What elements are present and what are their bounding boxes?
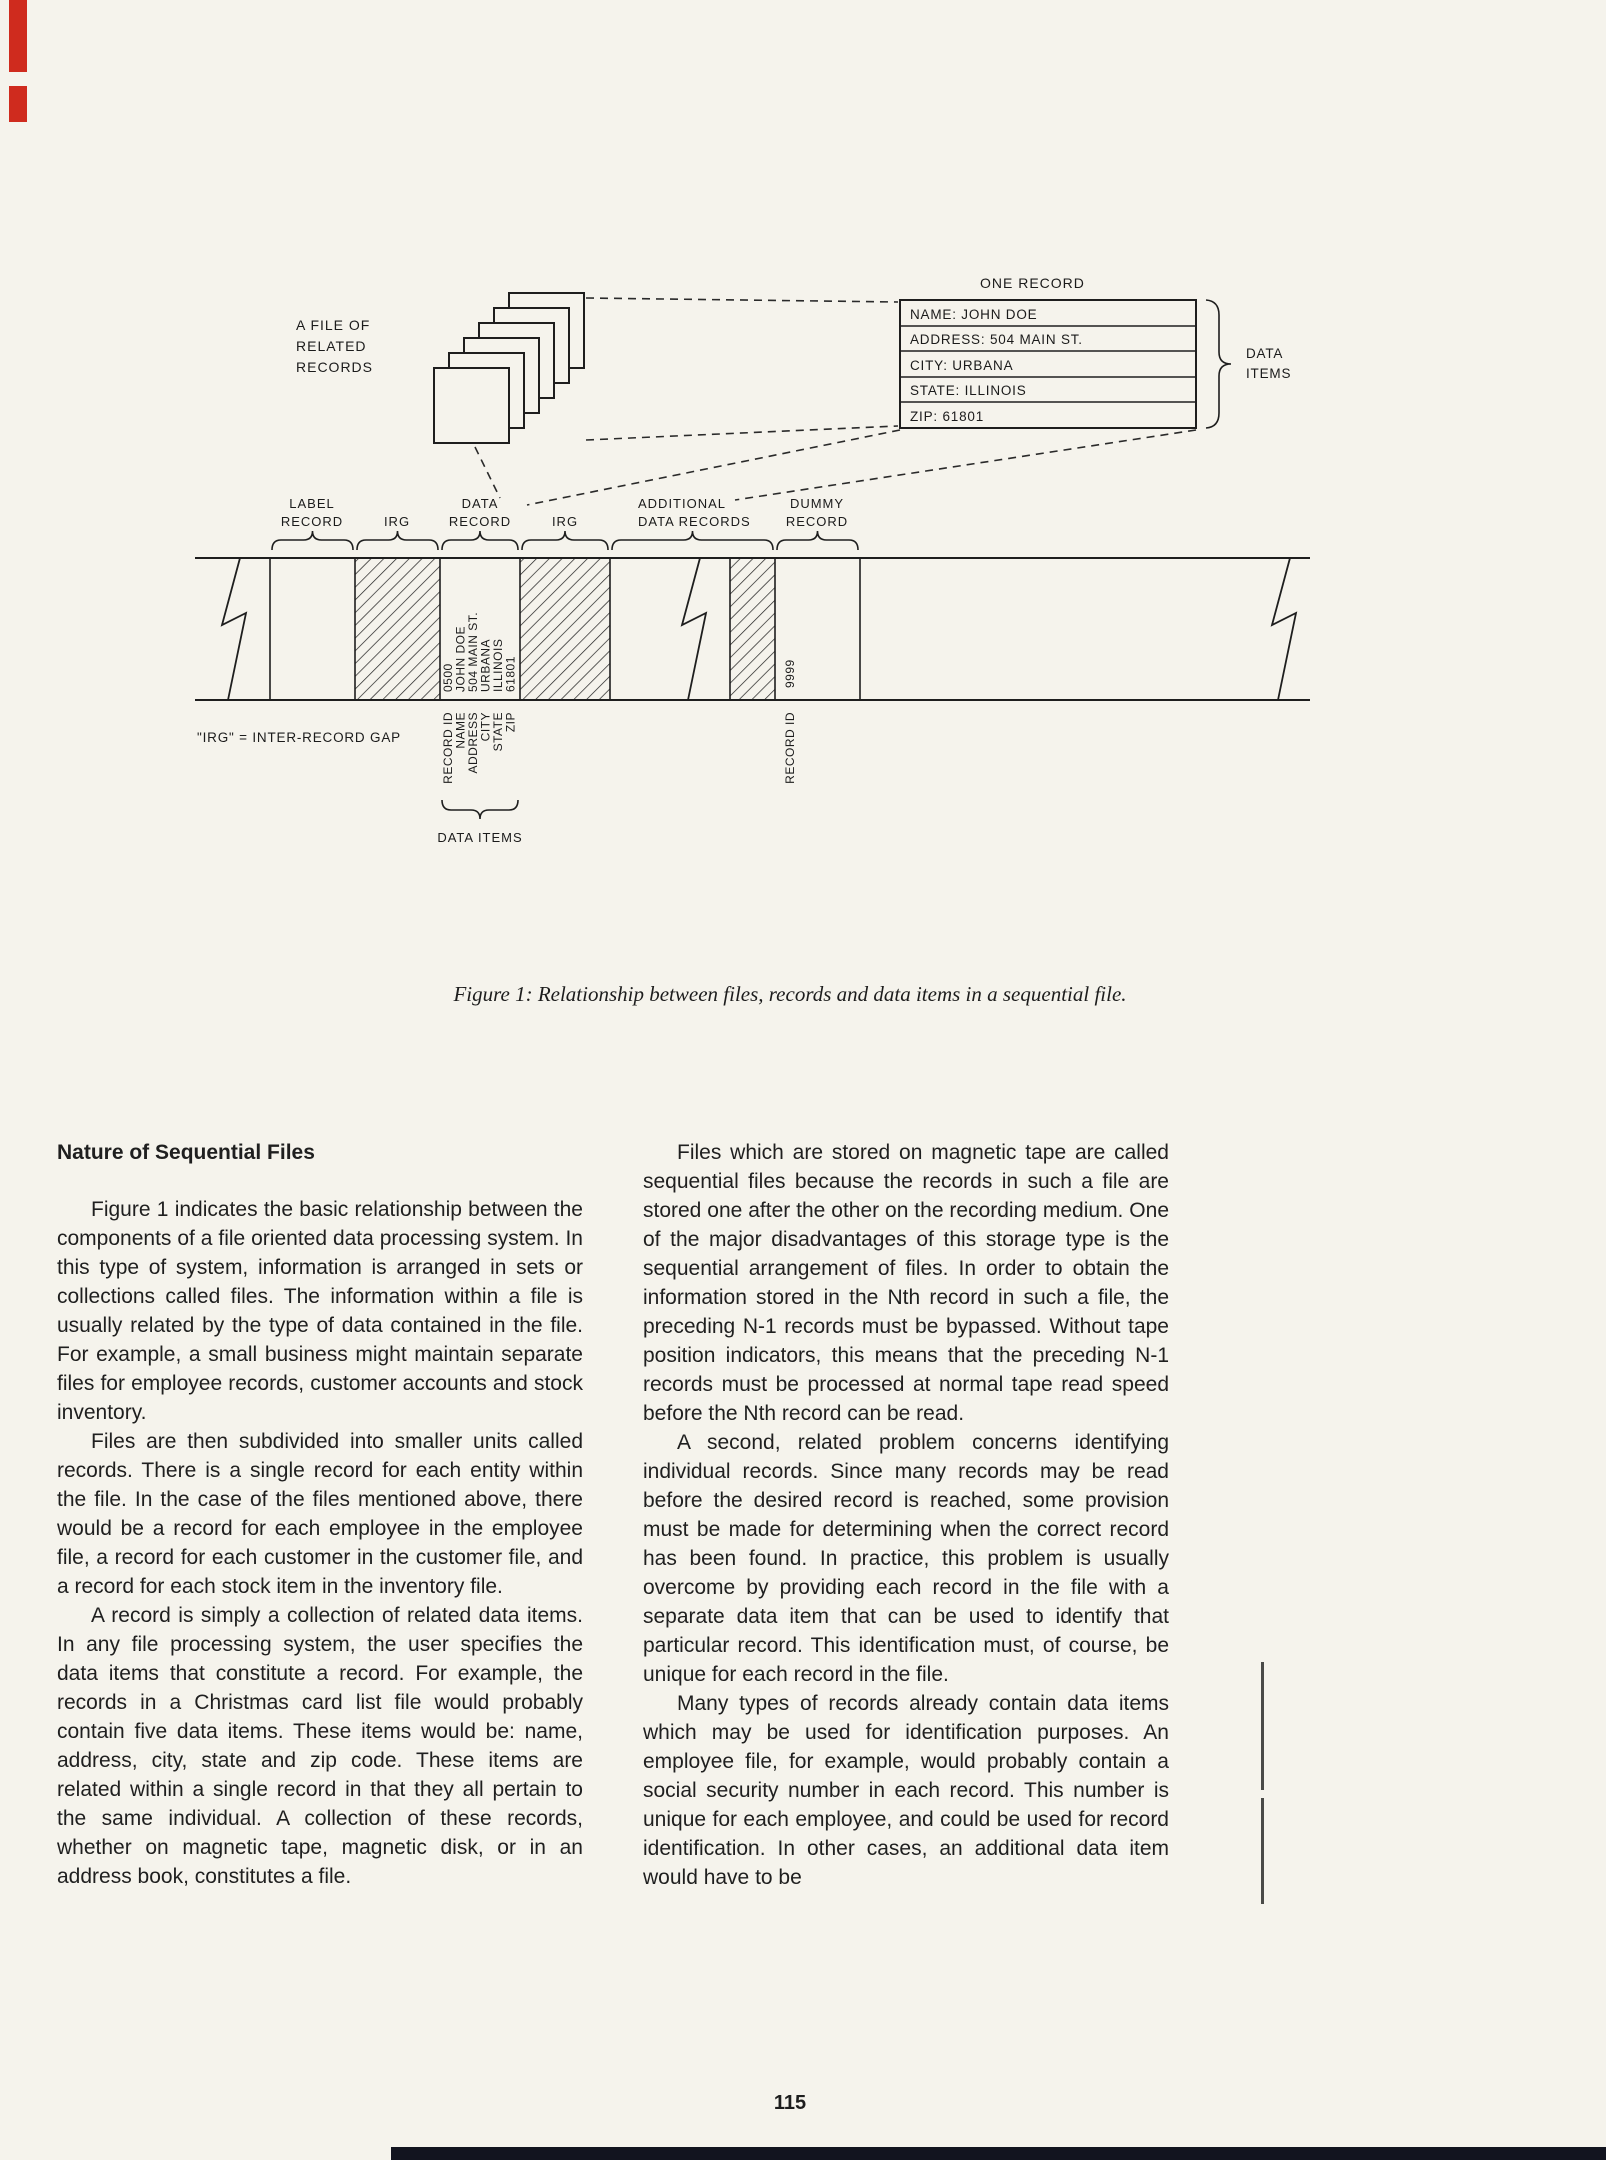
- section-brace: [271, 530, 354, 551]
- right-column: Files which are stored on magnetic tape …: [643, 1138, 1169, 1892]
- data-items-brace: [1205, 299, 1232, 429]
- left-column: Nature of Sequential Files Figure 1 indi…: [57, 1138, 583, 1892]
- tape-break-mark: [220, 557, 248, 701]
- connector-line: [585, 297, 899, 303]
- dummy-record-id-label: RECORD ID: [783, 712, 797, 784]
- scan-bottom-bar: [391, 2147, 1606, 2160]
- tape-break-mark: [1270, 557, 1298, 701]
- irg-hatch: [730, 558, 775, 700]
- paragraph: Many types of records already contain da…: [643, 1692, 1169, 1889]
- tape-data-record-contents: 0500 JOHN DOE 504 MAIN ST. URBANA ILLINO…: [441, 612, 797, 692]
- file-stack-label-line: RELATED: [296, 338, 367, 354]
- section-label-irg: IRG: [552, 514, 578, 529]
- paragraph: Files are then subdivided into smaller u…: [57, 1430, 583, 1598]
- section-label-dummy: RECORD: [786, 514, 848, 529]
- article-body: Nature of Sequential Files Figure 1 indi…: [57, 1138, 1169, 1892]
- data-items-brace-label-line: DATA: [1246, 346, 1283, 361]
- section-brace: [611, 530, 774, 551]
- figure-1-diagram: A FILE OF RELATED RECORDS ONE RECORD: [195, 275, 1310, 845]
- data-items-underbrace: [441, 799, 519, 820]
- section-brace: [356, 530, 439, 551]
- connector-dashed-lines: [474, 297, 1197, 506]
- record-field-text: STATE: ILLINOIS: [910, 383, 1027, 398]
- connector-line: [474, 446, 501, 499]
- record-field-text: CITY: URBANA: [910, 358, 1013, 373]
- margin-pen-rule: [1261, 1798, 1264, 1904]
- section-label-data-record: DATA: [462, 496, 499, 511]
- record-field-text: NAME: JOHN DOE: [910, 307, 1037, 322]
- irg-hatch: [355, 558, 440, 700]
- tape-data-field-text: 61801: [504, 656, 518, 692]
- tape-band: [195, 557, 1310, 701]
- tape-break-mark: [680, 557, 708, 701]
- file-stack-label-line: A FILE OF: [296, 317, 370, 333]
- one-record-label: ONE RECORD: [980, 275, 1085, 291]
- section-heading: Nature of Sequential Files: [57, 1141, 315, 1164]
- file-stack-label-line: RECORDS: [296, 359, 373, 375]
- paragraph: Figure 1 indicates the basic relationshi…: [57, 1198, 583, 1424]
- file-records-stack: [433, 292, 585, 444]
- file-stack-label: A FILE OF RELATED RECORDS: [296, 317, 373, 375]
- section-label-label-record: RECORD: [281, 514, 343, 529]
- tape-data-field-text: 0500: [441, 663, 455, 692]
- record-field-text: ADDRESS: 504 MAIN ST.: [910, 332, 1083, 347]
- paragraph: A second, related problem concerns ident…: [643, 1431, 1169, 1686]
- tape-section-labels: LABEL RECORD IRG DATA RECORD IRG ADDITIO…: [281, 496, 848, 529]
- irg-definition-note: "IRG" = INTER-RECORD GAP: [197, 730, 401, 745]
- record-card: [433, 367, 510, 444]
- tape-section-braces: [271, 530, 859, 551]
- one-record-box: NAME: JOHN DOE ADDRESS: 504 MAIN ST. CIT…: [899, 299, 1197, 429]
- scan-red-mark: [9, 86, 27, 122]
- section-label-label-record: LABEL: [289, 496, 334, 511]
- tape-field-name-label: ZIP: [504, 712, 518, 732]
- one-record-box-outline: [899, 299, 1197, 429]
- tape-data-field-text: URBANA: [479, 639, 493, 692]
- section-brace: [521, 530, 609, 551]
- section-label-additional: ADDITIONAL: [638, 496, 726, 511]
- tape-field-name-label: ADDRESS: [466, 712, 480, 774]
- tape-field-name-label: NAME: [454, 712, 468, 749]
- tape-field-name-label: RECORD ID: [441, 712, 455, 784]
- section-label-additional: DATA RECORDS: [638, 514, 751, 529]
- record-field-text: ZIP: 61801: [910, 409, 984, 424]
- data-items-label: DATA ITEMS: [437, 830, 522, 845]
- figure-caption: Figure 1: Relationship between files, re…: [453, 982, 1127, 1006]
- section-label-dummy: DUMMY: [790, 496, 844, 511]
- section-brace: [776, 530, 859, 551]
- paragraph: A record is simply a collection of relat…: [57, 1604, 583, 1888]
- connector-line: [585, 425, 899, 441]
- tape-data-field-text: JOHN DOE: [454, 626, 468, 692]
- dummy-record-id-text: 9999: [783, 659, 797, 688]
- connector-line: [526, 429, 901, 506]
- paragraph: Files which are stored on magnetic tape …: [643, 1141, 1169, 1425]
- tape-field-name-labels: RECORD ID NAME ADDRESS CITY STATE ZIP RE…: [441, 712, 797, 784]
- section-label-data-record: RECORD: [449, 514, 511, 529]
- section-brace: [441, 530, 519, 551]
- connector-line: [734, 429, 1197, 501]
- data-items-brace-label-line: ITEMS: [1246, 366, 1291, 381]
- tape-data-field-text: ILLINOIS: [491, 639, 505, 692]
- irg-hatch: [520, 558, 610, 700]
- page-number: 115: [773, 2092, 807, 2114]
- tape-data-field-text: 504 MAIN ST.: [466, 612, 480, 692]
- tape-field-name-label: STATE: [491, 712, 505, 751]
- tape-field-name-label: CITY: [479, 712, 493, 741]
- section-label-irg: IRG: [384, 514, 410, 529]
- margin-pen-rule: [1261, 1662, 1264, 1790]
- scan-red-mark: [9, 0, 27, 72]
